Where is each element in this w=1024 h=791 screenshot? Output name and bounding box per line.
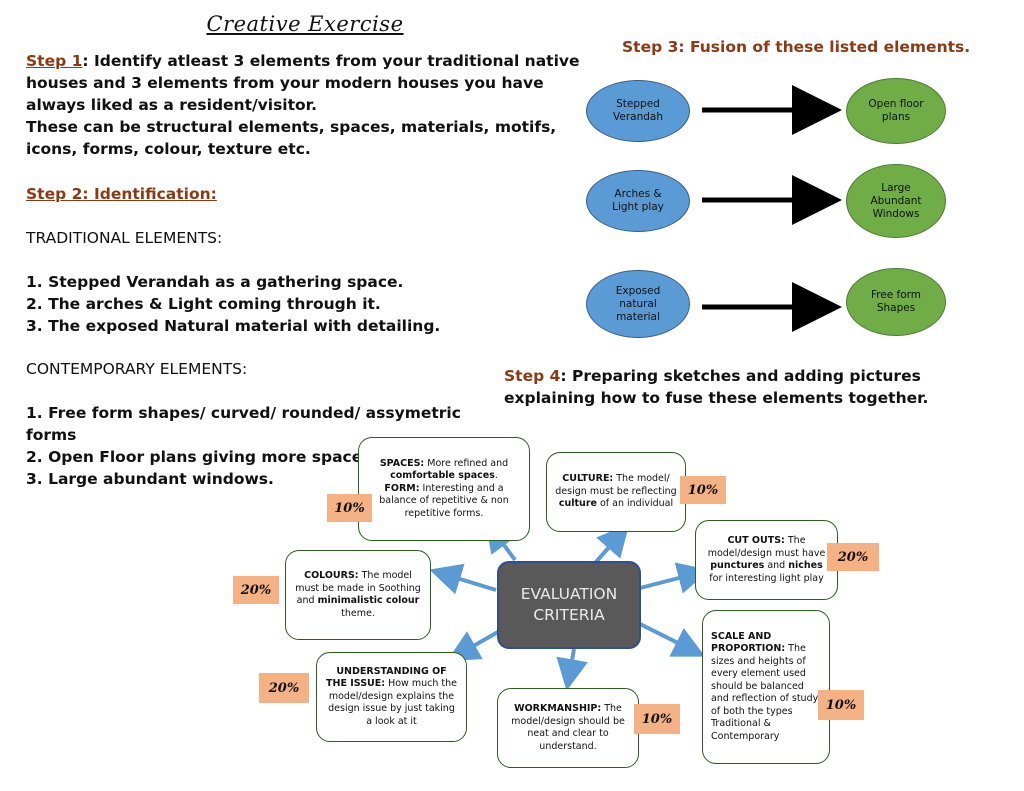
oval-free-form: Free form Shapes (846, 268, 946, 336)
step1-label: Step 1 (26, 52, 83, 70)
list-item: 1. Free form shapes/ curved/ rounded/ as… (26, 404, 461, 444)
evaluation-criteria-center: EVALUATION CRITERIA (497, 561, 641, 649)
arrow-understanding (447, 630, 499, 661)
percent-badge-colours: 20% (233, 576, 279, 604)
percent-badge-spaces: 10% (327, 494, 372, 522)
percent-badge-scale: 10% (818, 690, 864, 720)
step4-block: Step 4: Preparing sketches and adding pi… (504, 365, 1004, 409)
center-line-2: CRITERIA (533, 606, 605, 624)
arrow-scale (639, 622, 706, 657)
list-item: 2. The arches & Light coming through it. (26, 295, 381, 313)
step3-label: Step 3: Fusion of these listed elements. (622, 38, 971, 56)
contemporary-list: 1. Free form shapes/ curved/ rounded/ as… (26, 402, 496, 490)
criterion-spaces: SPACES: More refined and comfortable spa… (358, 437, 530, 541)
evaluation-arrows (429, 519, 710, 691)
step1-text2: These can be structural elements, spaces… (26, 118, 557, 158)
contemporary-heading: CONTEMPORARY ELEMENTS: (26, 360, 248, 378)
step4-text: : Preparing sketches and adding pictures… (504, 367, 929, 407)
traditional-list: 1. Stepped Verandah as a gathering space… (26, 271, 486, 337)
oval-large-windows: Large Abundant Windows (846, 164, 946, 238)
criterion-cut-outs: CUT OUTS: The model/design must have pun… (695, 520, 838, 600)
step1-text: : Identify atleast 3 elements from your … (26, 52, 580, 114)
list-item: 3. Large abundant windows. (26, 470, 274, 488)
percent-badge-workmanship: 10% (634, 704, 680, 734)
center-line-1: EVALUATION (520, 585, 618, 603)
list-item: 2. Open Floor plans giving more spaces (26, 448, 372, 466)
percent-badge-cut-outs: 20% (827, 543, 879, 571)
criterion-scale-proportion: SCALE AND PROPORTION: The sizes and heig… (702, 610, 830, 764)
step1-block: Step 1: Identify atleast 3 elements from… (26, 50, 581, 160)
oval-open-floor-plans: Open floor plans (846, 78, 946, 144)
list-item: 1. Stepped Verandah as a gathering space… (26, 273, 404, 291)
arrow-cutouts (639, 562, 710, 594)
step4-label: Step 4 (504, 367, 561, 385)
arrow-colours (429, 563, 497, 595)
percent-badge-understanding: 20% (259, 673, 309, 703)
oval-arches-light: Arches & Light play (586, 170, 690, 232)
criterion-colours: COLOURS: The model must be made in Sooth… (285, 550, 431, 640)
percent-badge-culture: 10% (680, 476, 726, 504)
oval-stepped-verandah: Stepped Verandah (586, 80, 690, 142)
page-title: Creative Exercise (206, 12, 404, 36)
arrow-culture (594, 523, 630, 564)
list-item: 3. The exposed Natural material with det… (26, 317, 441, 335)
arrow-workmanship (556, 648, 588, 691)
criterion-workmanship: WORKMANSHIP: The model/design should be … (497, 688, 639, 768)
criterion-understanding: UNDERSTANDING OF THE ISSUE: How much the… (316, 652, 467, 742)
step2-label: Step 2: Identification: (26, 185, 217, 203)
traditional-heading: TRADITIONAL ELEMENTS: (26, 229, 223, 247)
oval-exposed-material: Exposed natural material (586, 270, 690, 338)
criterion-culture: CULTURE: The model/ design must be refle… (546, 452, 686, 532)
